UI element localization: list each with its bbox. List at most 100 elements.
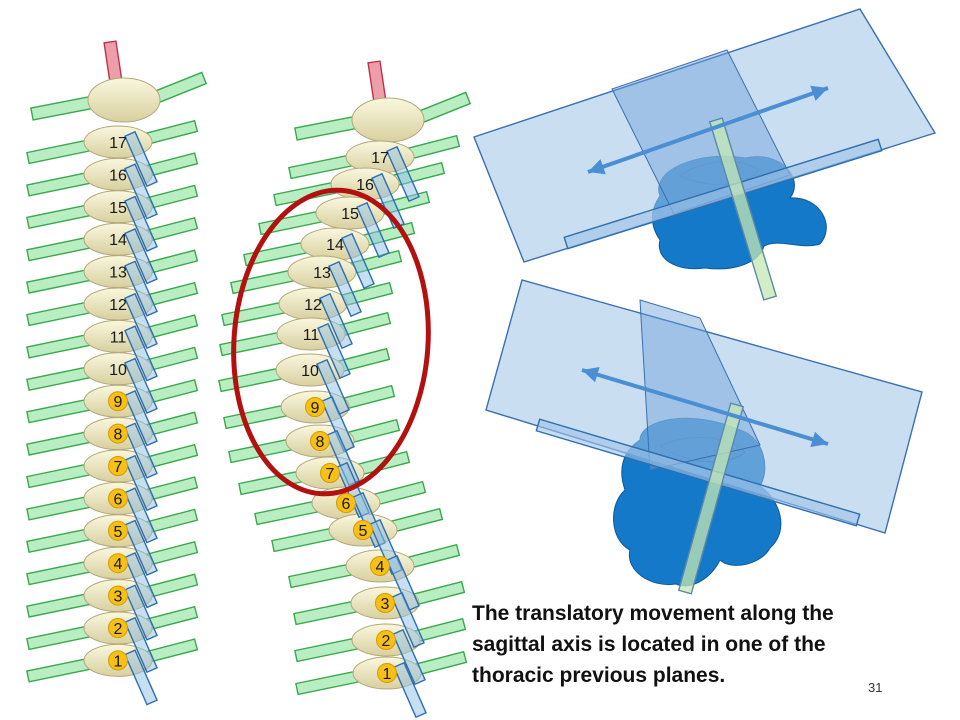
vertebra-badge: [108, 520, 128, 541]
vertebra-label: 14: [326, 237, 344, 254]
vertebra-badge: [108, 650, 128, 671]
caption: The translatory movement along the sagit…: [472, 598, 892, 691]
vertebra-label: 12: [109, 297, 127, 314]
vertebra-label: 3: [381, 596, 390, 613]
translucent-plane: [473, 8, 937, 263]
vertebra-badge: [108, 553, 128, 574]
blue-axis-rod: [124, 649, 158, 706]
vertebra-label: 13: [313, 265, 331, 282]
vertebra-badge: [320, 463, 340, 483]
spine-left: 17 16 15 14 13 12 11 10 9 8 7 6 5 4 3 2 1: [26, 40, 208, 706]
vertebra-bottom-view: [485, 279, 923, 595]
vertebra-label: 15: [341, 206, 359, 223]
vertebra-badge: [108, 618, 128, 638]
vertebra-label: 3: [114, 589, 123, 606]
vertebra-label: 5: [114, 524, 123, 541]
arrow-head: [582, 366, 600, 383]
vertebra-label: 8: [114, 427, 123, 444]
blue-axis-rod: [124, 228, 158, 285]
vertebra-label: 15: [109, 200, 127, 217]
vertebra-label: 12: [304, 297, 322, 314]
vertebra: [351, 97, 425, 143]
vertebra-label: 7: [326, 466, 335, 483]
blue-axis-rod: [393, 661, 427, 719]
vertical-axis-rod: [708, 117, 778, 301]
vertebra-badge: [108, 391, 128, 412]
vertebra-label: 11: [110, 329, 127, 346]
vertebra-label: 17: [371, 150, 389, 167]
blue-axis-rod: [319, 292, 353, 350]
blue-axis-rod: [124, 584, 158, 641]
blue-axis-rod: [392, 628, 426, 686]
blue-axis-rod: [356, 201, 390, 259]
vertebra-label: 13: [109, 265, 127, 282]
highlight-ellipse: [231, 187, 431, 497]
vertebra-label: 16: [109, 167, 127, 184]
blue-axis-rod: [341, 232, 375, 290]
arrow-head: [588, 159, 606, 175]
red-axis-rod: [367, 60, 387, 104]
blue-axis-rod: [124, 195, 158, 252]
vertebra-badge: [375, 593, 395, 613]
blue-axis-rod: [124, 487, 158, 544]
vertebra-label: 6: [342, 496, 351, 513]
blue-axis-rod: [124, 616, 158, 674]
vertebra-top-view: [473, 8, 937, 301]
vertebra-label: 1: [383, 666, 392, 683]
blue-axis-rod: [124, 390, 158, 447]
caption-line-1: The translatory movement along the: [472, 602, 834, 625]
vertebra-label: 8: [316, 434, 325, 451]
blue-axis-rod: [317, 322, 351, 380]
sagittal-axis-tube: [535, 418, 861, 527]
vertebra-label: 4: [114, 556, 123, 573]
movement-arrow: [587, 86, 829, 174]
vertebra-badge: [336, 493, 356, 513]
vertebra-label: 9: [311, 400, 320, 417]
vertebra-label: 4: [376, 559, 385, 576]
vertebra-badge: [108, 488, 128, 509]
vertebra-label: 10: [109, 362, 127, 379]
vertebra: [87, 77, 161, 123]
vertebra-label: 9: [114, 394, 123, 411]
blue-axis-rod: [391, 591, 425, 649]
blue-axis-rod: [124, 292, 158, 350]
blue-axis-rod: [124, 260, 158, 317]
caption-line-2: sagittal axis is located in one of the: [472, 633, 826, 656]
vertebra-badge: [353, 520, 373, 540]
page-number: 31: [868, 680, 883, 695]
sagittal-axis-tube: [563, 138, 883, 250]
vertebra-label: 17: [109, 135, 127, 152]
vertebra-badge: [108, 585, 128, 606]
arrow-head: [810, 431, 828, 448]
vertebra-label: 11: [303, 327, 320, 344]
blue-axis-rod: [124, 454, 158, 512]
vertebra-badge: [305, 397, 325, 417]
movement-arrow: [581, 368, 829, 446]
vertebra-label: 6: [114, 491, 123, 508]
blue-axis-rod: [124, 552, 158, 609]
vertebra-badge: [377, 663, 397, 683]
vertebra-label: 10: [301, 363, 319, 380]
vertebra-label: 16: [356, 177, 374, 194]
vertical-axis-rod: [677, 402, 745, 595]
vertebra-label: 2: [382, 633, 391, 650]
transverse-process: [30, 95, 96, 121]
vertebra-badge: [370, 556, 390, 576]
vertebra-badge: [108, 456, 128, 476]
vertebra-label: 7: [114, 459, 123, 476]
vertebra-label: 14: [109, 232, 127, 249]
vertebra-label: 1: [114, 653, 123, 670]
vertebra-label: 2: [114, 621, 123, 638]
caption-line-3: thoracic previous planes.: [472, 664, 726, 687]
vertebra-badge: [310, 431, 330, 451]
red-axis-rod: [103, 40, 123, 84]
arrow-head: [810, 85, 828, 101]
blue-axis-rod: [124, 422, 158, 479]
vertebra-label: 5: [359, 523, 368, 540]
blue-axis-rod: [386, 145, 420, 203]
blue-axis-rod: [328, 260, 362, 318]
blue-axis-rod: [124, 519, 158, 576]
blue-axis-rod: [124, 163, 158, 220]
